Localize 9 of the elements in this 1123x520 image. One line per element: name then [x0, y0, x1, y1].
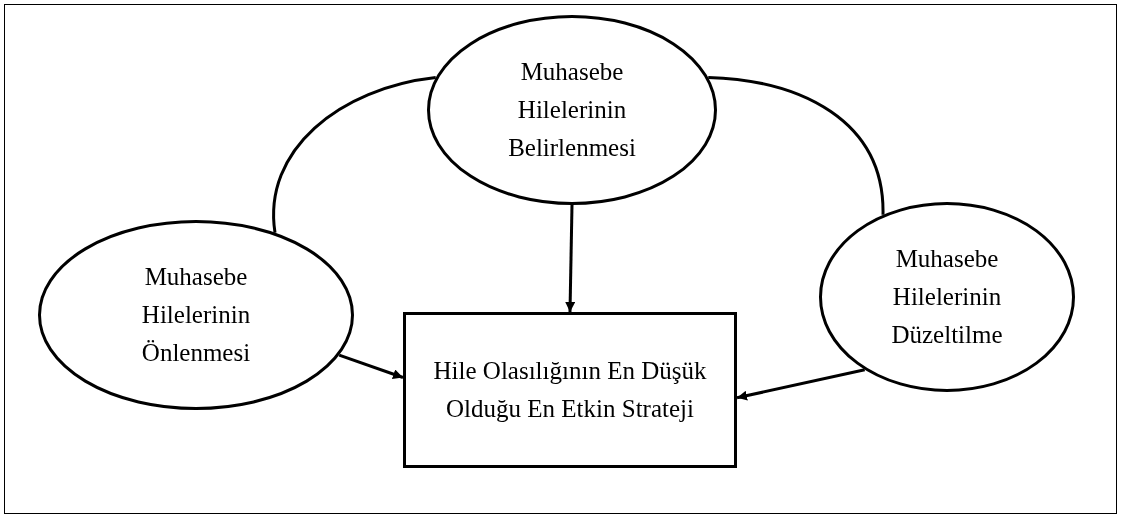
node-label: Muhasebe Hilelerinin Belirlenmesi: [507, 57, 637, 163]
connector-curve: [272, 76, 436, 233]
arrow: [565, 204, 576, 313]
node-label: Hile Olasılığının En Düşük Olduğu En Etkin Strateji: [432, 356, 708, 424]
node-label: Muhasebe Hilelerinin Önlenmesi: [140, 262, 252, 368]
arrow: [736, 368, 866, 401]
node-label: Muhasebe Hilelerinin Düzeltilme: [890, 244, 1004, 350]
arrow: [338, 353, 404, 379]
connector-curve: [708, 76, 885, 215]
